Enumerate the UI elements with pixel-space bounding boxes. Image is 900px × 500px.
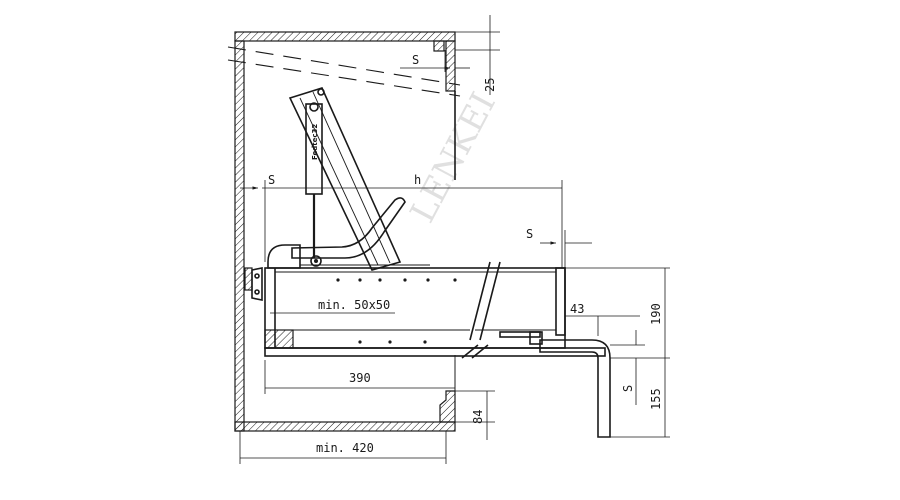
right-side-lower [439,390,456,423]
lift-mechanism: Fedtec32 [244,87,406,301]
min-block [264,329,294,349]
dim-155: 155 [649,388,663,410]
dim-min-420: min. 420 [316,441,374,455]
dim-s-left: S [268,173,275,187]
hinge-plate [251,267,263,301]
dim-84: 84 [471,410,485,424]
dim-43: 43 [570,302,584,316]
dim-s-bottom: S [621,385,635,392]
dim-min-50x50: min. 50x50 [318,298,390,312]
brand-label: Fedtec32 [311,124,319,160]
dim-190: 190 [649,303,663,325]
lid-open-position [227,46,461,97]
pull-handle [539,339,611,438]
drawer-box [264,261,606,359]
dim-25: 25 [483,78,497,92]
cabinet-carcass [234,31,456,432]
pivot-bottom [310,255,322,267]
left-side-panel [234,40,245,432]
top-panel [234,31,456,42]
right-side-upper [445,40,456,92]
dim-s-top: S [412,53,419,67]
stop-block [433,40,445,52]
dimensions: S 25 S h S min. 50x50 43 190 155 S [239,15,670,464]
dim-s-right: S [526,227,533,241]
dim-390: 390 [349,371,371,385]
watermark-text: LENKEI [403,86,504,229]
pivot-top [309,102,319,112]
dim-h: h [414,173,421,187]
bottom-panel [234,421,456,432]
break-line [469,261,491,341]
